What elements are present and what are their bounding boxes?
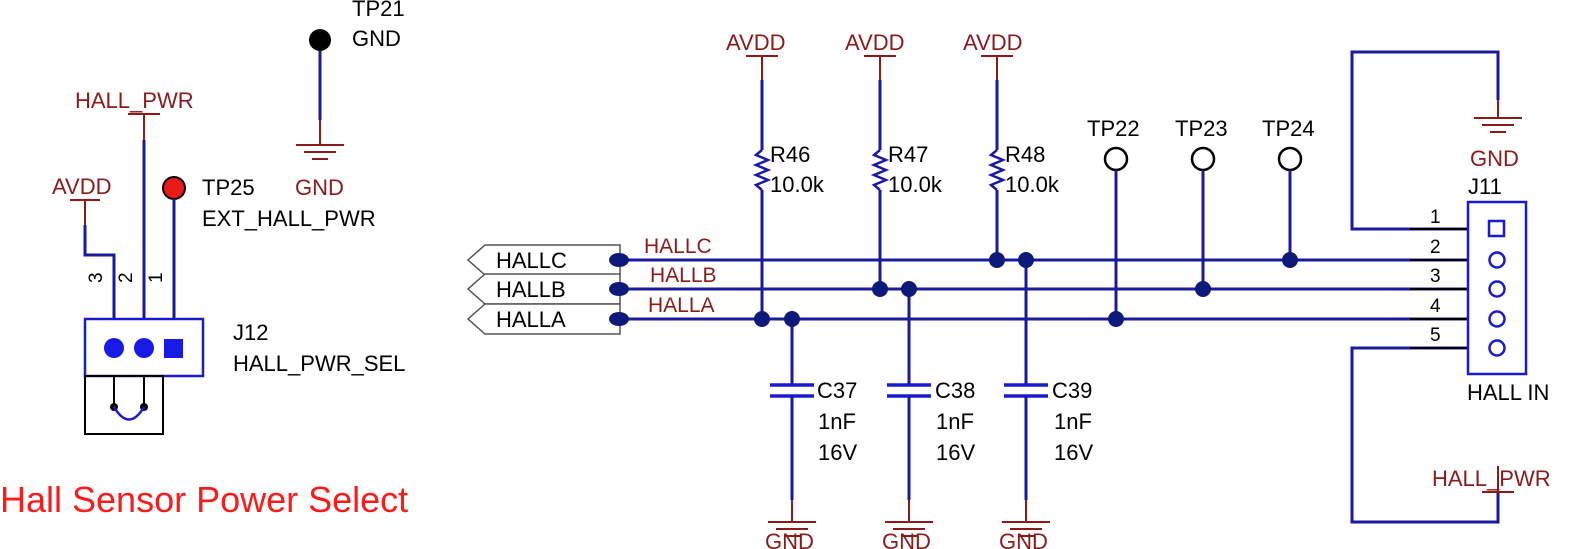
port-hallb: HALLB xyxy=(466,273,621,305)
j12-pin1 xyxy=(164,339,183,358)
connector-j11: GND HALL_PWR 1 2 3 4 5 J11 HALL IN xyxy=(1350,50,1551,524)
capacitor-c37-branch: GND C37 1nF 16V xyxy=(765,319,857,549)
gnd-label-c38: GND xyxy=(882,529,931,549)
avdd-symbol-left: AVDD xyxy=(52,174,116,345)
tp24-ref: TP24 xyxy=(1262,116,1315,141)
port-halla: HALLA xyxy=(466,303,621,335)
resistor-r47-branch: AVDD R47 10.0k xyxy=(845,30,943,289)
port-hallc: HALLC xyxy=(466,244,621,276)
tp25-net: EXT_HALL_PWR xyxy=(202,206,376,231)
gnd-label-c39: GND xyxy=(999,529,1048,549)
c38-voltage: 16V xyxy=(936,440,975,465)
test-point-tp21: TP21 GND xyxy=(296,0,405,160)
j11-pin1-num: 1 xyxy=(1430,207,1441,228)
tp21-net: GND xyxy=(352,26,401,51)
r48-ref: R48 xyxy=(1005,142,1045,167)
port-hallb-label: HALLB xyxy=(496,277,566,302)
test-point-tp22: TP22 xyxy=(1087,116,1140,319)
j11-pin3-num: 3 xyxy=(1430,266,1441,287)
j12-pin3-num: 3 xyxy=(86,272,107,283)
j12-pin2-num: 2 xyxy=(116,272,137,283)
c37-ref: C37 xyxy=(817,378,857,403)
port-halla-label: HALLA xyxy=(496,307,566,332)
net-label-halla: HALLA xyxy=(648,294,715,317)
hall-pwr-label-left: HALL_PWR xyxy=(75,88,194,113)
gnd-label-j11: GND xyxy=(1470,146,1519,171)
avdd-label-r48: AVDD xyxy=(963,30,1023,55)
capacitor-c39-branch: GND C39 1nF 16V xyxy=(999,260,1093,549)
c37-value: 1nF xyxy=(818,409,856,434)
test-point-tp24: TP24 xyxy=(1262,116,1315,260)
j11-pin3 xyxy=(1488,280,1506,298)
j11-ref: J11 xyxy=(1468,174,1502,199)
r46-value: 10.0k xyxy=(770,172,825,197)
r47-zigzag xyxy=(870,149,890,191)
r46-zigzag xyxy=(752,149,772,191)
c39-value: 1nF xyxy=(1054,409,1092,434)
hall-pwr-symbol-left: HALL_PWR xyxy=(75,88,194,345)
j11-pin2 xyxy=(1488,251,1506,269)
gnd-label-tp21: GND xyxy=(295,175,344,200)
hall-pwr-label-j11: HALL_PWR xyxy=(1432,466,1551,491)
avdd-label-r46: AVDD xyxy=(726,30,786,55)
r48-zigzag xyxy=(987,149,1007,191)
test-point-tp23: TP23 xyxy=(1175,116,1228,289)
j12-ref: J12 xyxy=(233,320,268,345)
gnd-label-c37: GND xyxy=(765,529,814,549)
r47-ref: R47 xyxy=(888,142,928,167)
c37-voltage: 16V xyxy=(818,440,857,465)
r46-ref: R46 xyxy=(770,142,810,167)
net-label-hallb: HALLB xyxy=(650,264,717,287)
c38-ref: C38 xyxy=(935,378,975,403)
j12-shunt-outline xyxy=(84,375,164,435)
j11-value: HALL IN xyxy=(1467,380,1549,405)
j12-pin1-num: 1 xyxy=(146,272,167,283)
avdd-label-r47: AVDD xyxy=(845,30,905,55)
resistor-r46-branch: AVDD R46 10.0k xyxy=(726,30,825,319)
j12-value: HALL_PWR_SEL xyxy=(233,351,405,376)
j11-pin5 xyxy=(1488,339,1506,357)
r47-value: 10.0k xyxy=(888,172,943,197)
port-hallc-label: HALLC xyxy=(496,248,567,273)
tp21-dot xyxy=(309,29,331,51)
j11-pin2-num: 2 xyxy=(1430,237,1441,258)
j12-shunt xyxy=(112,406,146,421)
j12-pin3 xyxy=(104,338,124,358)
net-label-hallc: HALLC xyxy=(644,235,712,258)
j11-pin1 xyxy=(1487,219,1506,238)
tp25-dot xyxy=(162,176,186,200)
j11-pin4-num: 4 xyxy=(1430,296,1441,317)
test-point-tp25: TP25 EXT_HALL_PWR xyxy=(162,175,376,345)
port-end-junctions xyxy=(609,253,629,326)
j12-pin2 xyxy=(134,338,154,358)
capacitor-c38-branch: GND C38 1nF 16V xyxy=(882,289,975,549)
tp21-ref: TP21 xyxy=(352,0,405,21)
j11-pin5-num: 5 xyxy=(1430,325,1441,346)
c38-value: 1nF xyxy=(936,409,974,434)
c39-ref: C39 xyxy=(1052,378,1092,403)
junction-dots xyxy=(754,252,1298,327)
resistor-r48-branch: AVDD R48 10.0k xyxy=(963,30,1060,260)
tp25-ref: TP25 xyxy=(202,175,255,200)
c39-voltage: 16V xyxy=(1054,440,1093,465)
tp22-ref: TP22 xyxy=(1087,116,1140,141)
avdd-label-left: AVDD xyxy=(52,174,112,199)
j11-pin4 xyxy=(1488,310,1506,328)
jumper-j12: J12 HALL_PWR_SEL xyxy=(83,317,405,435)
section-title: Hall Sensor Power Select xyxy=(0,479,408,520)
r48-value: 10.0k xyxy=(1005,172,1060,197)
tp23-ref: TP23 xyxy=(1175,116,1228,141)
